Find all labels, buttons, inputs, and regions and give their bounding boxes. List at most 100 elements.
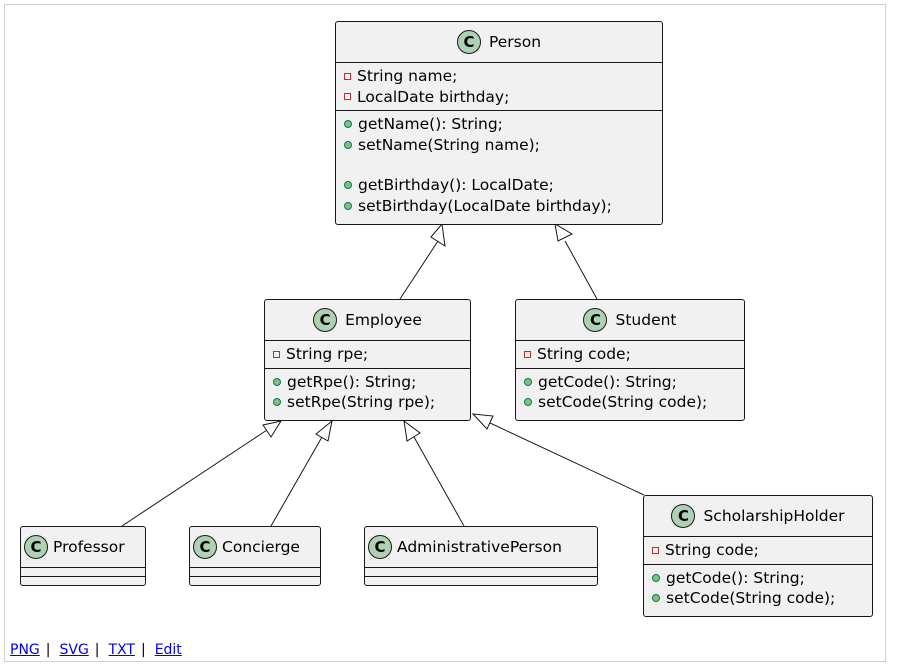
class-c-icon: C xyxy=(368,535,392,559)
arrowhead-employee-3 xyxy=(403,419,421,442)
fields-section: String rpe; xyxy=(265,340,470,368)
field-row: String code; xyxy=(652,540,872,561)
method-row: setBirthday(LocalDate birthday); xyxy=(344,196,662,217)
class-administrative-person[interactable]: C AdministrativePerson xyxy=(364,526,598,586)
class-name: Concierge xyxy=(222,538,300,556)
method-text: getCode(): String; xyxy=(538,372,677,391)
method-row: setCode(String code); xyxy=(524,392,744,413)
fields-section: String code; xyxy=(644,536,872,564)
fields-section: String code; xyxy=(516,340,744,368)
method-text: getBirthday(): LocalDate; xyxy=(358,176,554,194)
public-icon xyxy=(344,120,352,129)
methods-section xyxy=(190,576,320,585)
methods-section: getName(): String; setName(String name);… xyxy=(336,110,662,219)
edge-administrativeperson-employee xyxy=(413,436,465,527)
fields-section: String name; LocalDate birthday; xyxy=(336,62,662,110)
class-person[interactable]: C Person String name; LocalDate birthday… xyxy=(335,21,663,225)
class-scholarship-holder[interactable]: C ScholarshipHolder String code; getCode… xyxy=(643,495,873,617)
public-icon xyxy=(524,398,532,407)
class-name: AdministrativePerson xyxy=(397,538,562,556)
edge-scholarshipholder-employee xyxy=(489,422,645,496)
svg-link[interactable]: SVG xyxy=(59,642,89,658)
method-text: setBirthday(LocalDate birthday); xyxy=(358,196,612,215)
method-text: getRpe(): String; xyxy=(287,372,417,391)
method-text: setCode(String code); xyxy=(538,393,708,411)
fields-section xyxy=(365,567,597,576)
class-c-icon: C xyxy=(313,308,338,332)
png-link[interactable]: PNG xyxy=(10,642,40,658)
private-icon xyxy=(273,350,280,358)
method-text: getName(): String; xyxy=(358,115,503,133)
class-c-icon: C xyxy=(583,308,608,332)
method-row: getCode(): String; xyxy=(524,372,744,393)
class-student[interactable]: C Student String code; getCode(): String… xyxy=(515,299,745,421)
methods-section: getCode(): String; setCode(String code); xyxy=(644,563,872,612)
field-text: String code; xyxy=(665,541,759,559)
public-icon xyxy=(652,573,660,582)
export-links: PNG|SVG|TXT|Edit xyxy=(10,642,182,658)
field-row: String name; xyxy=(344,66,662,87)
methods-section: getRpe(): String; setRpe(String rpe); xyxy=(265,367,470,416)
class-c-icon: C xyxy=(456,30,481,54)
class-header: C ScholarshipHolder xyxy=(644,496,872,536)
class-name: Person xyxy=(488,33,542,51)
class-c-icon: C xyxy=(671,504,696,528)
class-c-icon: C xyxy=(24,535,48,559)
class-name: Professor xyxy=(53,538,125,556)
link-separator: | xyxy=(45,642,51,658)
method-text: setCode(String code); xyxy=(666,589,836,607)
method-row: getName(): String; xyxy=(344,114,662,135)
method-text: getCode(): String; xyxy=(666,568,805,587)
method-row: getBirthday(): LocalDate; xyxy=(344,175,662,196)
public-icon xyxy=(652,594,660,603)
method-row: getCode(): String; xyxy=(652,568,872,589)
fields-section xyxy=(190,567,320,576)
methods-section: getCode(): String; setCode(String code); xyxy=(516,367,744,416)
class-concierge[interactable]: C Concierge xyxy=(189,526,321,586)
edit-link[interactable]: Edit xyxy=(154,642,182,658)
field-row: String code; xyxy=(524,344,744,365)
inheritance-edges xyxy=(121,222,645,527)
private-icon xyxy=(524,350,531,358)
txt-link[interactable]: TXT xyxy=(108,642,135,658)
field-text: String name; xyxy=(357,67,458,85)
arrowhead-person-2 xyxy=(554,223,574,242)
method-row: setName(String name); xyxy=(344,135,662,156)
field-text: LocalDate birthday; xyxy=(357,87,510,106)
private-icon xyxy=(344,72,351,80)
class-header: C Employee xyxy=(265,300,470,340)
private-icon xyxy=(344,93,351,101)
class-header: C Student xyxy=(516,300,744,340)
class-name: Employee xyxy=(345,311,422,329)
field-row: String rpe; xyxy=(273,344,470,365)
method-spacer xyxy=(344,155,662,175)
arrowhead-employee-2 xyxy=(315,419,333,442)
method-text: setName(String name); xyxy=(358,135,540,154)
method-row: setRpe(String rpe); xyxy=(273,392,470,413)
class-header: C AdministrativePerson xyxy=(365,527,597,567)
class-employee[interactable]: C Employee String rpe; getRpe(): String;… xyxy=(264,299,471,421)
edge-student-person xyxy=(564,240,598,300)
method-text: setRpe(String rpe); xyxy=(287,393,436,411)
fields-section xyxy=(21,567,145,576)
class-professor[interactable]: C Professor xyxy=(20,526,146,586)
class-name: Student xyxy=(615,311,677,329)
arrowhead-person-1 xyxy=(430,222,446,248)
arrowhead-employee-4 xyxy=(471,413,494,430)
edge-concierge-employee xyxy=(270,436,323,527)
public-icon xyxy=(344,201,352,210)
class-header: C Concierge xyxy=(190,527,320,567)
edge-professor-employee xyxy=(121,429,268,527)
public-icon xyxy=(344,181,352,190)
methods-section xyxy=(21,576,145,585)
field-row: LocalDate birthday; xyxy=(344,87,662,108)
link-separator: | xyxy=(140,642,146,658)
edge-employee-person xyxy=(399,240,439,300)
public-icon xyxy=(344,140,352,149)
diagram-frame: C Person String name; LocalDate birthday… xyxy=(4,4,886,662)
methods-section xyxy=(365,576,597,585)
field-text: String rpe; xyxy=(286,345,369,363)
public-icon xyxy=(273,398,281,407)
private-icon xyxy=(652,546,659,554)
method-row: getRpe(): String; xyxy=(273,372,470,393)
